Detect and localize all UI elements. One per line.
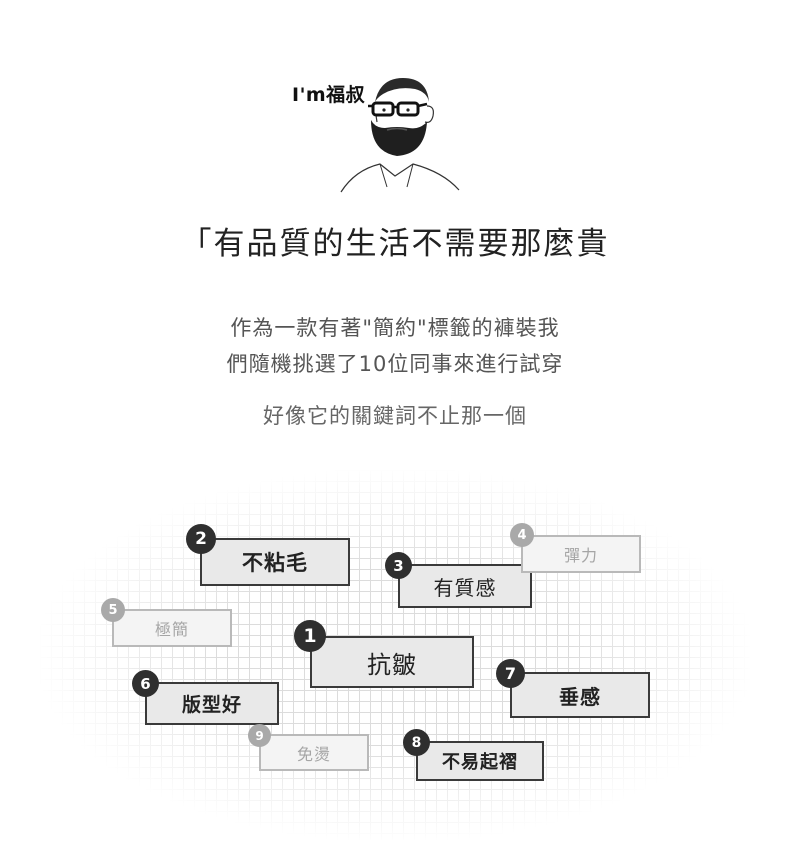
rank-badge: 3 [385, 552, 412, 579]
keyword-box: 抗皺 [310, 636, 474, 688]
rank-badge: 2 [186, 524, 216, 554]
rank-badge: 8 [403, 729, 430, 756]
intro-line-2: 們隨機挑選了10位同事來進行試穿 [226, 352, 564, 376]
brand-label: I'm福叔 [292, 84, 366, 106]
keyword-box: 不易起褶 [416, 741, 544, 781]
headline: 「有品質的生活不需要那麼貴 [180, 226, 610, 262]
rank-badge: 1 [294, 620, 326, 652]
keyword-box: 版型好 [145, 682, 279, 725]
keyword-box: 不粘毛 [200, 538, 350, 586]
intro-subline: 好像它的關鍵詞不止那一個 [263, 404, 527, 428]
keyword-box: 垂感 [510, 672, 650, 718]
bearded-man-portrait-icon [340, 78, 460, 193]
rank-badge: 6 [132, 670, 159, 697]
keyword-box: 有質感 [398, 564, 532, 608]
rank-badge: 7 [496, 659, 525, 688]
intro-line-1: 作為一款有著"簡約"標籤的褲裝我 [230, 316, 560, 340]
rank-badge: 4 [510, 523, 534, 547]
rank-badge: 9 [248, 724, 271, 747]
keyword-box: 彈力 [521, 535, 641, 573]
intro-paragraph: 作為一款有著"簡約"標籤的褲裝我 們隨機挑選了10位同事來進行試穿 [0, 310, 790, 382]
keyword-box: 極簡 [112, 609, 232, 647]
rank-badge: 5 [101, 598, 125, 622]
keyword-box: 免燙 [259, 734, 369, 771]
